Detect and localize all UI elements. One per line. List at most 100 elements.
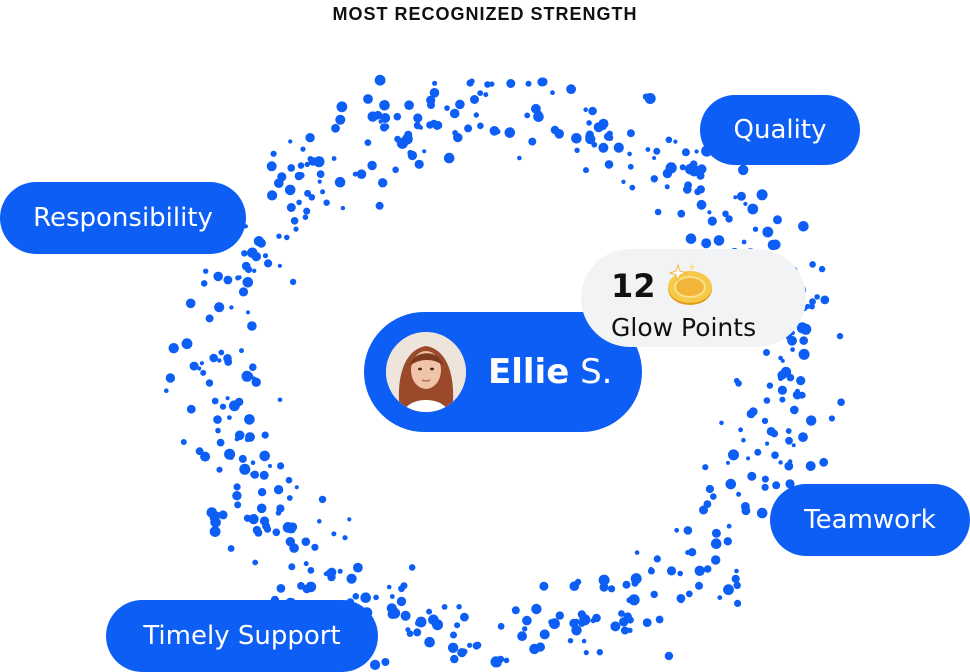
ring-dot xyxy=(331,156,337,161)
ring-dot xyxy=(828,415,836,422)
ring-dot xyxy=(404,130,413,139)
ring-dot xyxy=(260,505,266,512)
ring-dot xyxy=(696,185,705,194)
ring-dot xyxy=(798,323,809,334)
ring-dot xyxy=(296,199,302,206)
ring-dot xyxy=(248,514,259,525)
ring-dot xyxy=(734,568,739,574)
ring-dot xyxy=(404,100,414,110)
ring-dot xyxy=(380,113,391,123)
ring-dot xyxy=(453,132,463,143)
ring-dot xyxy=(447,642,459,653)
strength-pill-responsibility[interactable]: Responsibility xyxy=(0,182,246,254)
ring-dot xyxy=(634,550,640,555)
ring-dot xyxy=(252,268,257,273)
ring-dot xyxy=(375,201,384,210)
ring-dot xyxy=(304,189,312,197)
ring-dot xyxy=(272,528,281,537)
ring-dot xyxy=(522,615,532,626)
ring-dot xyxy=(400,610,411,621)
page-title: MOST RECOGNIZED STRENGTH xyxy=(332,4,638,24)
ring-dot xyxy=(626,129,635,138)
ring-dot xyxy=(696,199,707,210)
ring-dot xyxy=(713,529,718,535)
ring-dot xyxy=(627,163,634,170)
ring-dot xyxy=(181,338,193,350)
ring-dot xyxy=(664,651,674,661)
ring-dot xyxy=(316,170,325,179)
ring-dot xyxy=(294,485,299,490)
ring-dot xyxy=(284,234,290,241)
ring-dot xyxy=(218,510,228,520)
strength-pill-teamwork[interactable]: Teamwork xyxy=(770,484,970,556)
ring-dot xyxy=(469,78,475,84)
ring-dot xyxy=(456,604,462,610)
ring-dot xyxy=(484,81,491,88)
ring-dot xyxy=(798,348,810,360)
ring-dot xyxy=(313,156,325,168)
ring-dot xyxy=(473,112,479,118)
ring-dot xyxy=(223,275,233,285)
ring-dot xyxy=(277,263,282,268)
ring-dot xyxy=(165,373,176,383)
ring-dot xyxy=(529,643,540,655)
ring-dot xyxy=(685,163,696,175)
ring-dot xyxy=(492,658,502,668)
ring-dot xyxy=(336,101,348,113)
ring-dot xyxy=(583,107,588,112)
ring-dot xyxy=(642,618,652,627)
ring-dot xyxy=(379,100,390,111)
ring-dot xyxy=(266,161,277,172)
ring-dot xyxy=(293,226,299,232)
ring-dot xyxy=(297,162,305,169)
ring-dot xyxy=(252,559,259,566)
ring-dot xyxy=(711,555,721,565)
ring-dot xyxy=(367,111,378,122)
ring-dot xyxy=(717,595,723,600)
ring-dot xyxy=(571,133,582,144)
ring-dot xyxy=(767,239,779,251)
ring-dot xyxy=(454,622,461,629)
ring-dot xyxy=(274,178,284,188)
ring-dot xyxy=(489,126,500,136)
ring-dot xyxy=(756,189,768,201)
ring-dot xyxy=(571,625,582,636)
ring-dot xyxy=(809,298,816,306)
strength-pill-quality[interactable]: Quality xyxy=(700,95,860,165)
ring-dot xyxy=(699,505,708,515)
ring-dot xyxy=(216,438,225,447)
ring-dot xyxy=(809,303,815,310)
ring-dot xyxy=(213,511,221,519)
ring-dot xyxy=(472,642,481,650)
ring-dot xyxy=(741,239,747,245)
ring-dot xyxy=(277,397,283,403)
ring-dot xyxy=(422,149,427,154)
ring-dot xyxy=(415,616,427,628)
ring-dot xyxy=(200,369,207,376)
ring-dot xyxy=(286,495,293,501)
ring-dot xyxy=(334,176,346,188)
ring-dot xyxy=(483,92,489,98)
person-pill[interactable]: Ellie S. xyxy=(364,312,642,432)
ring-dot xyxy=(317,519,322,524)
ring-dot xyxy=(723,537,732,546)
ring-dot xyxy=(719,420,724,426)
ring-dot xyxy=(262,253,269,259)
ring-dot xyxy=(389,607,401,619)
ring-dot xyxy=(511,606,520,615)
ring-dot xyxy=(276,584,286,593)
ring-dot xyxy=(210,517,221,528)
ring-dot xyxy=(353,562,363,573)
ring-dot xyxy=(234,501,242,509)
ring-dot xyxy=(666,566,677,576)
ring-dot xyxy=(524,112,531,119)
ring-dot xyxy=(223,354,232,363)
strength-pill-timely-support[interactable]: Timely Support xyxy=(106,600,378,672)
ring-dot xyxy=(449,108,460,119)
ring-dot xyxy=(588,106,597,116)
ring-dot xyxy=(300,146,306,152)
ring-dot xyxy=(583,167,589,174)
ring-dot xyxy=(273,485,284,495)
ring-dot xyxy=(284,184,296,196)
ring-dot xyxy=(290,217,299,225)
